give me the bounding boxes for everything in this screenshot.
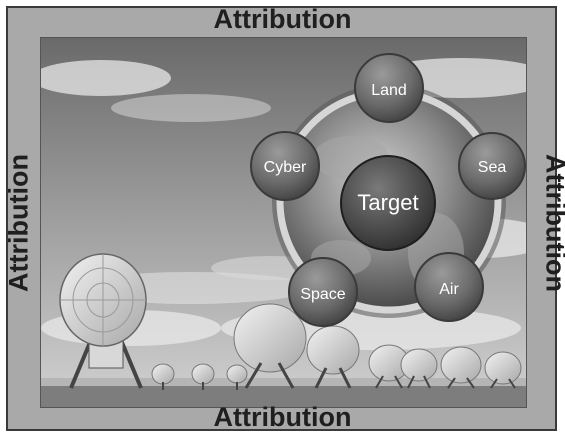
cyber-label: Cyber (264, 159, 307, 176)
space-label: Space (300, 286, 345, 303)
target-node: Target (340, 155, 436, 251)
radio-dish-large (59, 253, 147, 389)
radio-dish-row (151, 303, 522, 390)
ground (41, 383, 526, 407)
domain-node-space: Space (288, 257, 358, 327)
domain-node-air: Air (414, 252, 484, 322)
attribution-label-top: Attribution (213, 4, 352, 34)
background-photo: Target Land Sea Air Space Cyber (40, 37, 527, 408)
attribution-label-left: Attribution (3, 154, 34, 292)
land-label: Land (371, 82, 407, 99)
horizon (41, 378, 526, 386)
domain-node-sea: Sea (458, 132, 526, 200)
scene-svg: Target Land Sea Air Space Cyber (41, 38, 526, 407)
attribution-label-right: Attribution (540, 154, 565, 292)
target-label: Target (357, 190, 418, 215)
domain-node-cyber: Cyber (250, 131, 320, 201)
air-label: Air (439, 281, 459, 298)
sea-label: Sea (478, 159, 507, 176)
domain-node-land: Land (354, 53, 424, 123)
attribution-label-bottom: Attribution (213, 402, 352, 432)
